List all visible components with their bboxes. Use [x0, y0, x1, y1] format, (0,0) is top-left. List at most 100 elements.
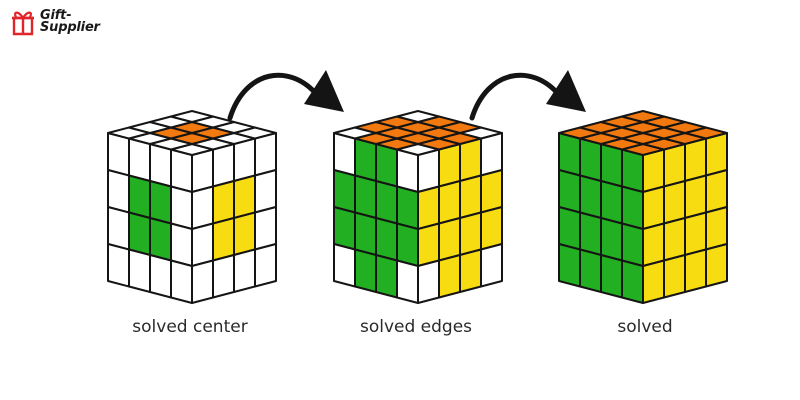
left-face-sticker [558, 206, 581, 251]
top-face-sticker [170, 110, 214, 123]
left-face-sticker [333, 206, 356, 251]
right-face-sticker [663, 180, 686, 225]
right-face-sticker [663, 217, 686, 262]
left-face-sticker [375, 217, 398, 262]
left-face-sticker [149, 143, 172, 188]
right-face-sticker [684, 248, 707, 293]
left-face-sticker [600, 254, 623, 299]
right-face-sticker [459, 174, 482, 219]
right-face-sticker [212, 217, 235, 262]
left-face-sticker [107, 243, 130, 288]
left-face-sticker [579, 248, 602, 293]
left-face-sticker [333, 243, 356, 288]
left-face-sticker [396, 222, 419, 267]
left-face-sticker [354, 137, 377, 182]
left-face-sticker [375, 180, 398, 225]
left-face-sticker [354, 248, 377, 293]
left-face-sticker [621, 259, 644, 304]
cube-solved-edges [333, 110, 503, 304]
left-face-sticker [600, 180, 623, 225]
brand-name: Gift- Supplier [40, 8, 100, 35]
gift-box-icon [12, 11, 34, 36]
right-face-sticker [417, 185, 440, 230]
left-face-sticker [621, 185, 644, 230]
right-face-sticker [459, 137, 482, 182]
left-face-sticker [128, 248, 151, 293]
right-face-sticker [480, 243, 503, 288]
right-face-sticker [191, 185, 214, 230]
left-face-sticker [375, 143, 398, 188]
right-face-sticker [254, 169, 277, 214]
left-face-sticker [396, 259, 419, 304]
right-face-sticker [705, 132, 728, 177]
right-face-sticker [642, 185, 665, 230]
right-face-sticker [459, 248, 482, 293]
left-face-sticker [170, 185, 193, 230]
right-face-sticker [212, 254, 235, 299]
cube-solved [558, 110, 728, 304]
left-face-sticker [600, 143, 623, 188]
left-face-sticker [621, 222, 644, 267]
right-face-sticker [438, 217, 461, 262]
caption-solved-edges: solved edges [359, 317, 473, 337]
right-face-sticker [254, 206, 277, 251]
right-face-sticker [459, 211, 482, 256]
caption-solved: solved [617, 317, 673, 337]
right-face-sticker [705, 206, 728, 251]
left-face-sticker [558, 243, 581, 288]
right-face-sticker [191, 259, 214, 304]
left-face-sticker [558, 132, 581, 177]
left-face-sticker [600, 217, 623, 262]
left-face-sticker [170, 148, 193, 193]
right-face-sticker [417, 259, 440, 304]
right-face-sticker [663, 143, 686, 188]
top-face-sticker [621, 110, 665, 123]
left-face-sticker [558, 169, 581, 214]
left-face-sticker [333, 132, 356, 177]
right-face-sticker [438, 143, 461, 188]
left-face-sticker [579, 137, 602, 182]
left-face-sticker [128, 174, 151, 219]
left-face-sticker [107, 169, 130, 214]
left-face-sticker [396, 185, 419, 230]
right-face-sticker [480, 132, 503, 177]
right-face-sticker [233, 174, 256, 219]
top-face-sticker [396, 110, 440, 123]
right-face-sticker [233, 248, 256, 293]
left-face-sticker [354, 174, 377, 219]
brand-line-2: Supplier [40, 20, 100, 35]
left-face-sticker [128, 137, 151, 182]
right-face-sticker [642, 148, 665, 193]
right-face-sticker [438, 254, 461, 299]
left-face-sticker [107, 132, 130, 177]
right-face-sticker [663, 254, 686, 299]
left-face-sticker [128, 211, 151, 256]
right-face-sticker [642, 259, 665, 304]
right-face-sticker [438, 180, 461, 225]
left-face-sticker [375, 254, 398, 299]
caption-solved-center: solved center [132, 317, 248, 337]
right-face-sticker [254, 243, 277, 288]
right-face-sticker [417, 148, 440, 193]
left-face-sticker [621, 148, 644, 193]
right-face-sticker [212, 180, 235, 225]
left-face-sticker [396, 148, 419, 193]
right-face-sticker [233, 137, 256, 182]
right-face-sticker [417, 222, 440, 267]
left-face-sticker [170, 222, 193, 267]
right-face-sticker [233, 211, 256, 256]
left-face-sticker [579, 211, 602, 256]
right-face-sticker [684, 174, 707, 219]
arrow-step-2 [469, 70, 586, 121]
left-face-sticker [579, 174, 602, 219]
left-face-sticker [149, 180, 172, 225]
right-face-sticker [684, 137, 707, 182]
left-face-sticker [149, 217, 172, 262]
left-face-sticker [149, 254, 172, 299]
right-face-sticker [254, 132, 277, 177]
right-face-sticker [191, 222, 214, 267]
arrow-step-1 [227, 70, 344, 121]
right-face-sticker [705, 243, 728, 288]
brand-line-1: Gift- [40, 8, 72, 23]
